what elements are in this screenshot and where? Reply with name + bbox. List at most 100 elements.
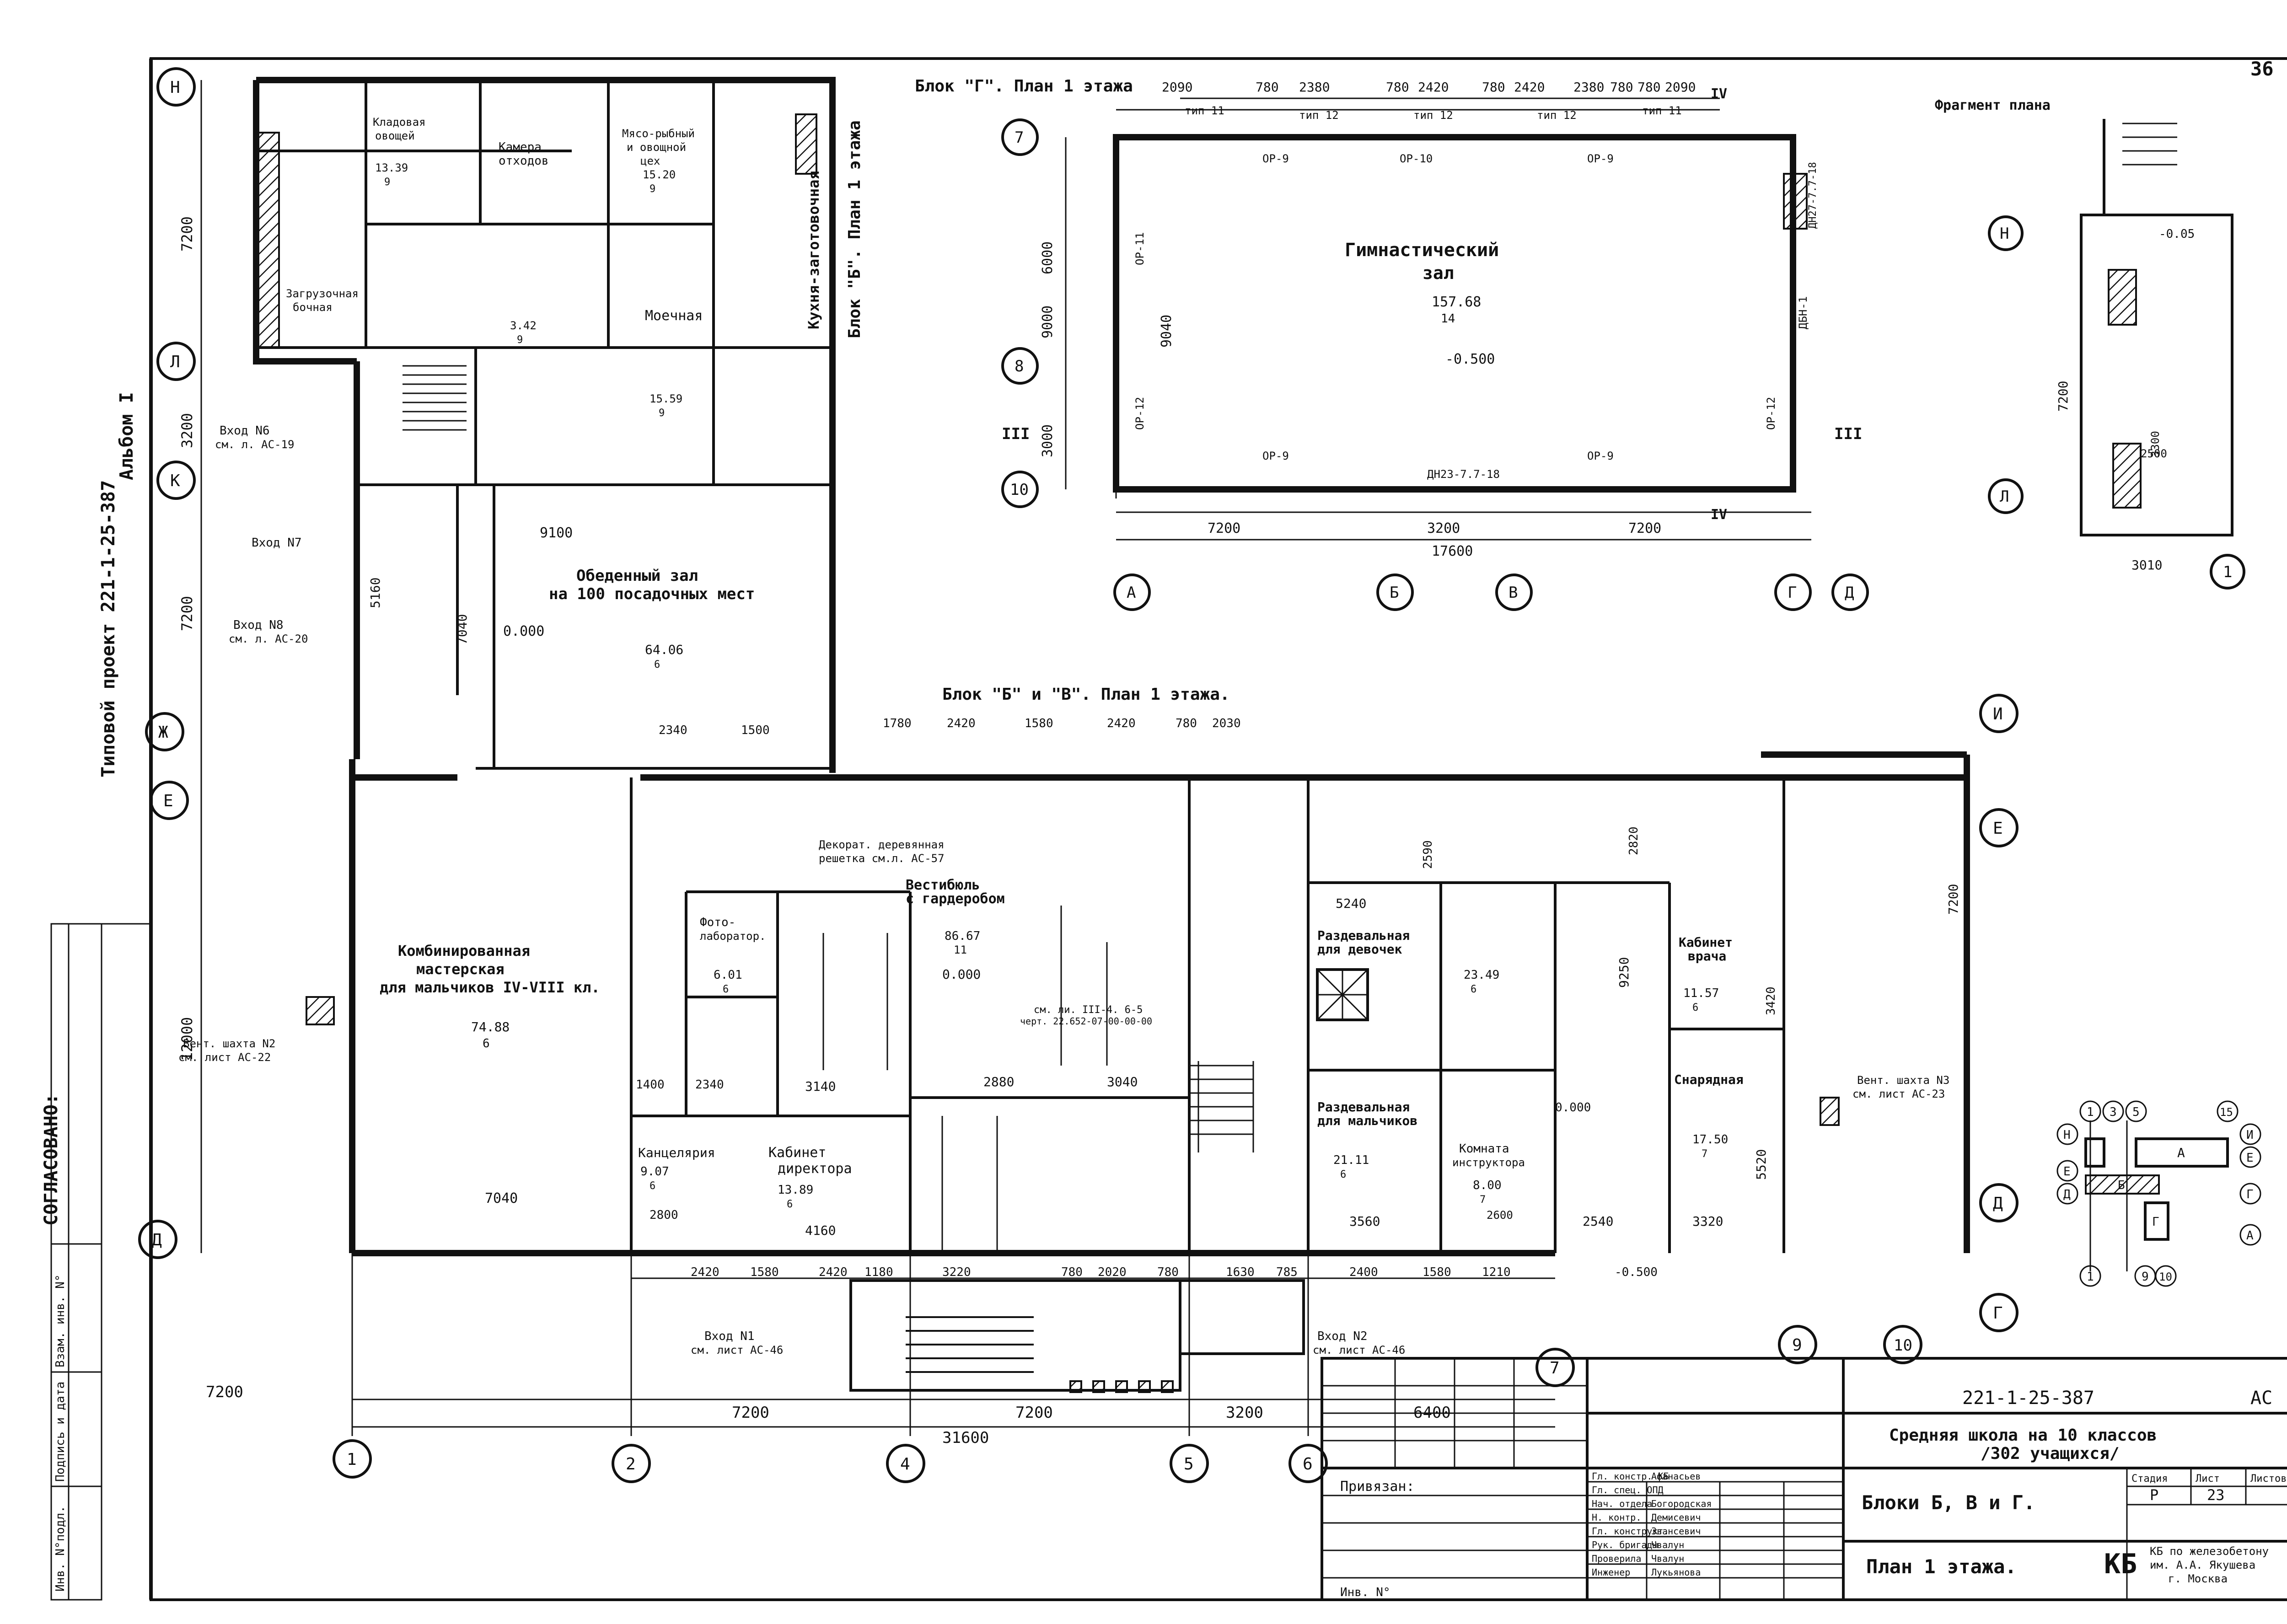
dim-2800: 2800 — [650, 1208, 678, 1222]
block-g-title: Блок "Г". План 1 этажа — [915, 77, 1133, 96]
key-num-5: 5 — [2125, 1100, 2147, 1122]
gym-axis-8: 8 — [1001, 347, 1039, 385]
fragment-plan — [2080, 119, 2233, 536]
gym-title-2: зал — [1423, 263, 1454, 283]
dim-row-7: 780 — [1157, 1265, 1179, 1279]
dim-left-12000: 12000 — [178, 1017, 196, 1061]
level-lower-1: 0.000 — [1555, 1101, 1591, 1115]
svg-text:1: 1 — [2087, 1105, 2094, 1119]
room-boys-area: 21.11 — [1333, 1153, 1369, 1167]
dim-2880: 2880 — [983, 1074, 1014, 1089]
dim-3320: 3320 — [1692, 1214, 1723, 1229]
dim-7200-r: 7200 — [1946, 884, 1961, 915]
tb-person-3-name: Демисевич — [1651, 1512, 1701, 1523]
level-lower-2: -0.500 — [1615, 1265, 1658, 1279]
svg-text:Н: Н — [2000, 225, 2009, 243]
entry-1-label: Вход N1 — [704, 1329, 755, 1343]
dim-row-12: 1210 — [1482, 1265, 1511, 1279]
key-let-i: И — [2239, 1123, 2261, 1145]
gym-axis-v: В — [1495, 573, 1533, 611]
gym-type-4: тип 11 — [1642, 104, 1682, 117]
svg-text:Д: Д — [152, 1231, 162, 1249]
dim-bottom-1: 7200 — [206, 1383, 243, 1401]
dim-row-9: 785 — [1276, 1265, 1298, 1279]
axis-right-g: Г — [1979, 1293, 2019, 1332]
gym-area: 157.68 — [1432, 294, 1481, 310]
tb-person-7-role: Инженер — [1592, 1567, 1630, 1578]
tb-sheet-label: Лист — [2196, 1473, 2220, 1485]
gym-axis-g: Г — [1774, 573, 1812, 611]
entry-7-label: Вход N7 — [252, 536, 302, 550]
svg-text:2: 2 — [626, 1455, 636, 1474]
gym-axis-a: А — [1113, 573, 1151, 611]
svg-text:1: 1 — [2087, 1270, 2094, 1284]
dim-row-0: 2420 — [691, 1265, 719, 1279]
gym-dim-7: 780 — [1610, 80, 1633, 95]
room-girls-cat: 6 — [1471, 984, 1476, 995]
room-kitchen: Кухня-заготовочная — [805, 171, 822, 329]
axis-right-i: И — [1979, 694, 2019, 733]
sm-list-ref: см. ли. III-4. 6-5 — [1034, 1004, 1143, 1016]
room-instructor-area: 8.00 — [1473, 1179, 1502, 1192]
axis-left-k: К — [156, 461, 196, 500]
gym-label-dbn: ДБН-1 — [1797, 296, 1809, 329]
svg-text:Н: Н — [170, 78, 180, 97]
gym-total: 17600 — [1432, 543, 1473, 559]
svg-text:Е: Е — [163, 792, 173, 810]
gym-axis-d: Д — [1831, 573, 1869, 611]
gym-label-or9a: ОР-9 — [1262, 152, 1289, 165]
room-photo-2: лаборатор. — [700, 930, 766, 943]
svg-text:15: 15 — [2220, 1106, 2233, 1119]
album-label: Альбом I — [116, 392, 137, 480]
tb-inv: Инв. N° — [1340, 1586, 1390, 1599]
axis-left-n: Н — [156, 67, 196, 107]
room-chancery-area: 9.07 — [640, 1165, 669, 1179]
room-sukh-cat: 9 — [517, 334, 523, 346]
room-girls-area: 23.49 — [1464, 968, 1499, 982]
fragment-dim-3010: 3010 — [2131, 557, 2162, 573]
tb-person-2-role: Нач. отдела — [1592, 1498, 1652, 1509]
dim-bv-7: 780 — [1176, 717, 1197, 730]
gym-cat: 14 — [1441, 312, 1455, 326]
dim-bottom-3: 7200 — [1015, 1404, 1053, 1422]
gym-left-1: 6000 — [1040, 241, 1056, 274]
title-block — [1321, 1357, 2287, 1601]
tb-sheets-label: Листов — [2250, 1473, 2287, 1485]
room-snaryad-area: 17.50 — [1692, 1133, 1728, 1147]
tb-person-2-name: Богородская — [1651, 1498, 1712, 1509]
room-moechnaya-area: 15.59 — [650, 392, 682, 405]
dim-bottom-4: 3200 — [1226, 1404, 1263, 1422]
room-vestibule-cat: 11 — [954, 943, 967, 956]
gym-title-1: Гимнастический — [1345, 240, 1499, 261]
tb-blocks: Блоки Б, В и Г. — [1862, 1491, 2035, 1514]
room-workshop-cat: 6 — [483, 1037, 490, 1051]
gym-dim-10: 2090 — [1665, 80, 1696, 95]
room-photo-cat: 6 — [723, 984, 729, 995]
dim-3140: 3140 — [805, 1079, 836, 1094]
dim-left-3200: 3200 — [178, 413, 196, 448]
svg-text:А: А — [1127, 584, 1136, 602]
room-director-1: Кабинет — [768, 1145, 826, 1161]
entry-1-ref: см. лист АС-46 — [691, 1344, 783, 1356]
gym-label-or9b: ОР-9 — [1587, 152, 1614, 165]
dim-5160: 5160 — [368, 578, 383, 608]
svg-text:К: К — [170, 472, 180, 490]
dim-4160: 4160 — [805, 1223, 836, 1238]
block-g-gym — [1065, 97, 1811, 541]
key-num-10: 10 — [2155, 1265, 2177, 1287]
dim-row-6: 2020 — [1098, 1265, 1127, 1279]
dim-left-7200a: 7200 — [178, 216, 196, 252]
dim-bv-1: 1500 — [741, 724, 770, 737]
svg-text:Г: Г — [1993, 1304, 2003, 1323]
room-instructor-cat: 7 — [1480, 1194, 1486, 1206]
svg-text:10: 10 — [2159, 1270, 2172, 1283]
dim-3040: 3040 — [1107, 1074, 1138, 1089]
entry-8-label: Вход N8 — [233, 618, 284, 632]
gym-bottom-2: 7200 — [1628, 520, 1661, 536]
room-workshop-area: 74.88 — [471, 1019, 510, 1034]
stair-core — [1189, 1061, 1254, 1152]
fragment-title: Фрагмент плана — [1935, 97, 2051, 113]
room-vestibule-area: 86.67 — [945, 929, 980, 943]
entry-2-ref: см. лист АС-46 — [1313, 1344, 1405, 1356]
room-workshop-2: мастерская — [416, 960, 505, 978]
